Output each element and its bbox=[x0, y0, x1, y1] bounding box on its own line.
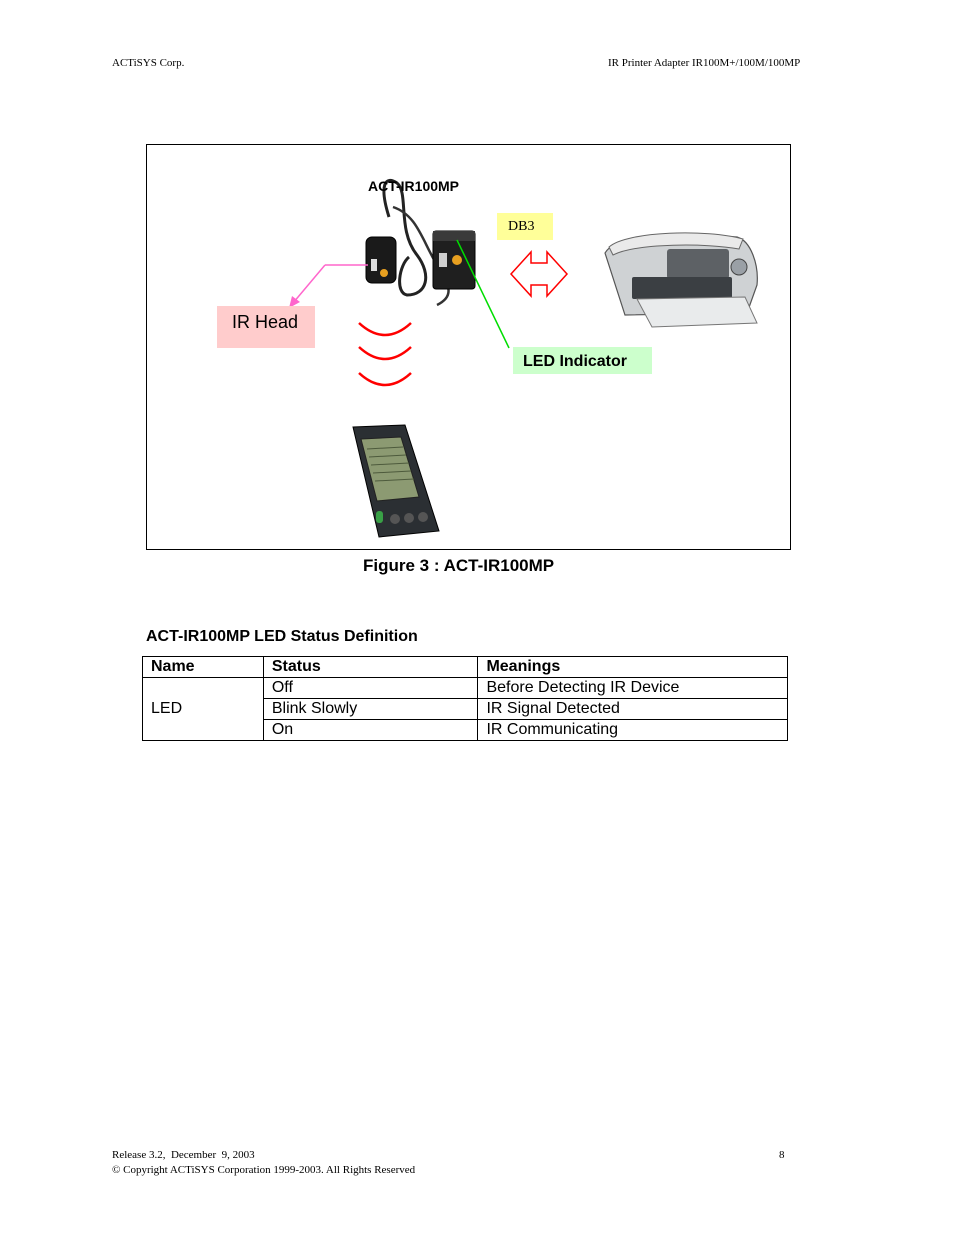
cell-status: On bbox=[262, 719, 479, 741]
adapter-device-image bbox=[365, 178, 476, 307]
footer-copyright: © Copyright ACTiSYS Corporation 1999-200… bbox=[112, 1164, 416, 1176]
ir-beam-chevrons bbox=[358, 322, 412, 387]
cell-meaning: IR Communicating bbox=[477, 719, 788, 741]
cell-meaning: IR Signal Detected bbox=[477, 698, 788, 720]
ir-head-label: IR Head bbox=[232, 312, 299, 332]
db3-label-box: DB3 bbox=[497, 213, 553, 240]
header-name: Name bbox=[142, 656, 264, 678]
ir-head-pointer bbox=[289, 264, 368, 308]
led-indicator-label-box: LED Indicator bbox=[513, 347, 652, 374]
header-meanings: Meanings bbox=[477, 656, 788, 678]
pda-device-image bbox=[352, 424, 440, 538]
header-status: Status bbox=[262, 656, 479, 678]
led-indicator-pointer bbox=[456, 239, 510, 349]
db3-label: DB3 bbox=[508, 219, 535, 234]
device-label: ACT-IR100MP bbox=[368, 178, 460, 194]
figure-caption: Figure 3 : ACT-IR100MP bbox=[363, 556, 555, 575]
header-company: ACTiSYS Corp. bbox=[112, 57, 185, 69]
cell-name-led: LED bbox=[142, 677, 264, 741]
figure-illustration bbox=[289, 178, 758, 538]
table-row: LED Off Before Detecting IR Device bbox=[142, 677, 788, 741]
table-header-row: Name Status Meanings bbox=[142, 656, 788, 678]
cell-status: Off bbox=[262, 677, 479, 699]
ir-head-label-box: IR Head bbox=[217, 306, 315, 348]
led-status-table: Name Status Meanings LED Off Before Dete… bbox=[142, 656, 788, 741]
printer-image bbox=[604, 232, 758, 328]
page-number: 8 bbox=[779, 1149, 785, 1161]
led-indicator-label: LED Indicator bbox=[523, 353, 628, 370]
footer-release: Release 3.2, December 9, 2003 bbox=[112, 1149, 255, 1161]
section-title: ACT-IR100MP LED Status Definition bbox=[146, 628, 418, 645]
figure-frame: ACT-IR100MP DB3 IR Head LED Indicator bbox=[146, 144, 791, 550]
table-row: On IR Communicating bbox=[143, 719, 788, 741]
cell-meaning: Before Detecting IR Device bbox=[477, 677, 788, 699]
connection-double-arrow bbox=[509, 250, 569, 298]
table-row: Blink Slowly IR Signal Detected bbox=[143, 698, 788, 720]
header-product: IR Printer Adapter IR100M+/100M/100MP bbox=[608, 57, 801, 69]
cell-status: Blink Slowly bbox=[262, 698, 479, 720]
